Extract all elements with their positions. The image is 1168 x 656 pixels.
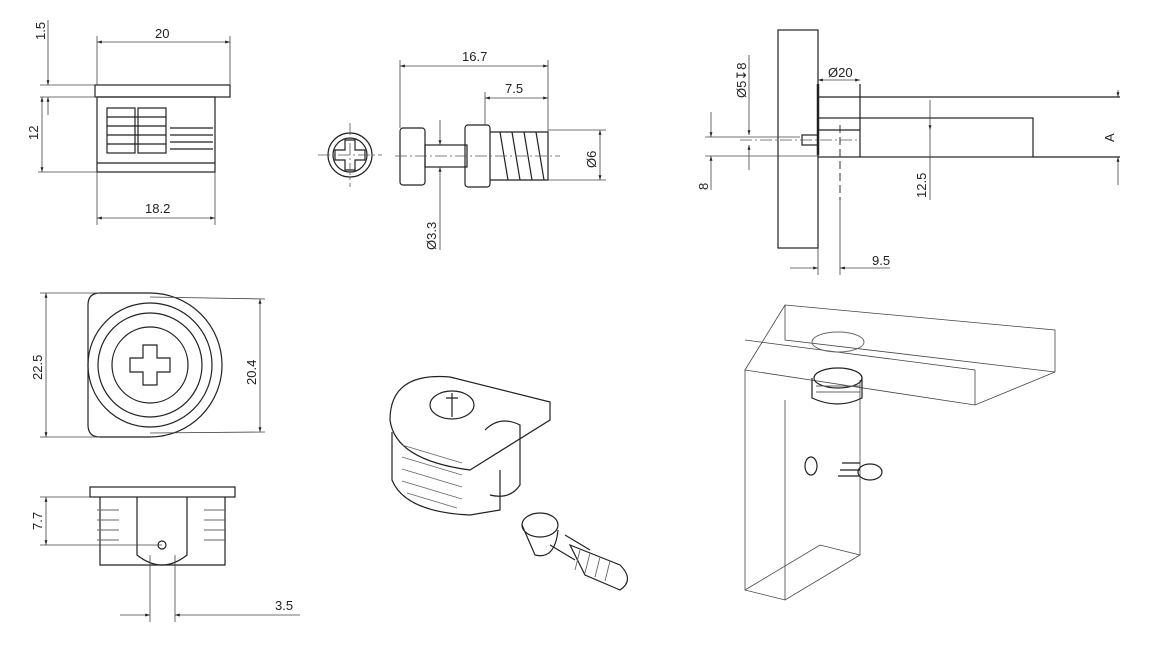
cam-top-view: 22.5 20.4 (30, 292, 266, 438)
dim-bolt-thread-length: 7.5 (505, 81, 523, 96)
bolt-end-view (318, 123, 382, 187)
bolt-side-view: 16.7 7.5 Ø6 Ø3.3 (395, 49, 606, 250)
dim-cam-section-depth: 7.7 (30, 512, 45, 530)
cam-section-view: 7.7 3.5 (30, 486, 300, 622)
dim-cam-flange-width: 20 (155, 26, 169, 41)
dim-bolt-neck-diameter: Ø3.3 (424, 222, 439, 250)
dim-bolt-length: 16.7 (462, 49, 487, 64)
dim-edge-distance: 9.5 (872, 253, 890, 268)
dim-cam-top-width: 20.4 (244, 360, 259, 385)
dim-hole-offset: 8 (696, 183, 711, 190)
dim-cam-height: 12 (26, 126, 41, 140)
dim-cam-body-width: 18.2 (145, 201, 170, 216)
installation-section-view: A Ø20 Ø5↧8 8 12.5 9.5 (696, 29, 1120, 275)
dim-cam-top-length: 22.5 (30, 355, 45, 380)
dim-cam-flange-thickness: 1.5 (33, 22, 48, 40)
dim-panel-thickness: A (1102, 133, 1117, 142)
dim-rod-offset: 12.5 (914, 173, 929, 198)
cam-isometric-view (389, 375, 551, 516)
dim-hole-spec: Ø5↧8 (734, 63, 749, 98)
bolt-isometric-view (521, 512, 629, 591)
assembly-isometric-view (744, 304, 1056, 601)
dim-cam-hole-diameter: Ø20 (828, 65, 853, 80)
cam-side-view: 20 1.5 12 18.2 (26, 20, 231, 225)
dim-slot-width: 3.5 (275, 598, 293, 613)
dim-bolt-thread-diameter: Ø6 (584, 151, 599, 168)
